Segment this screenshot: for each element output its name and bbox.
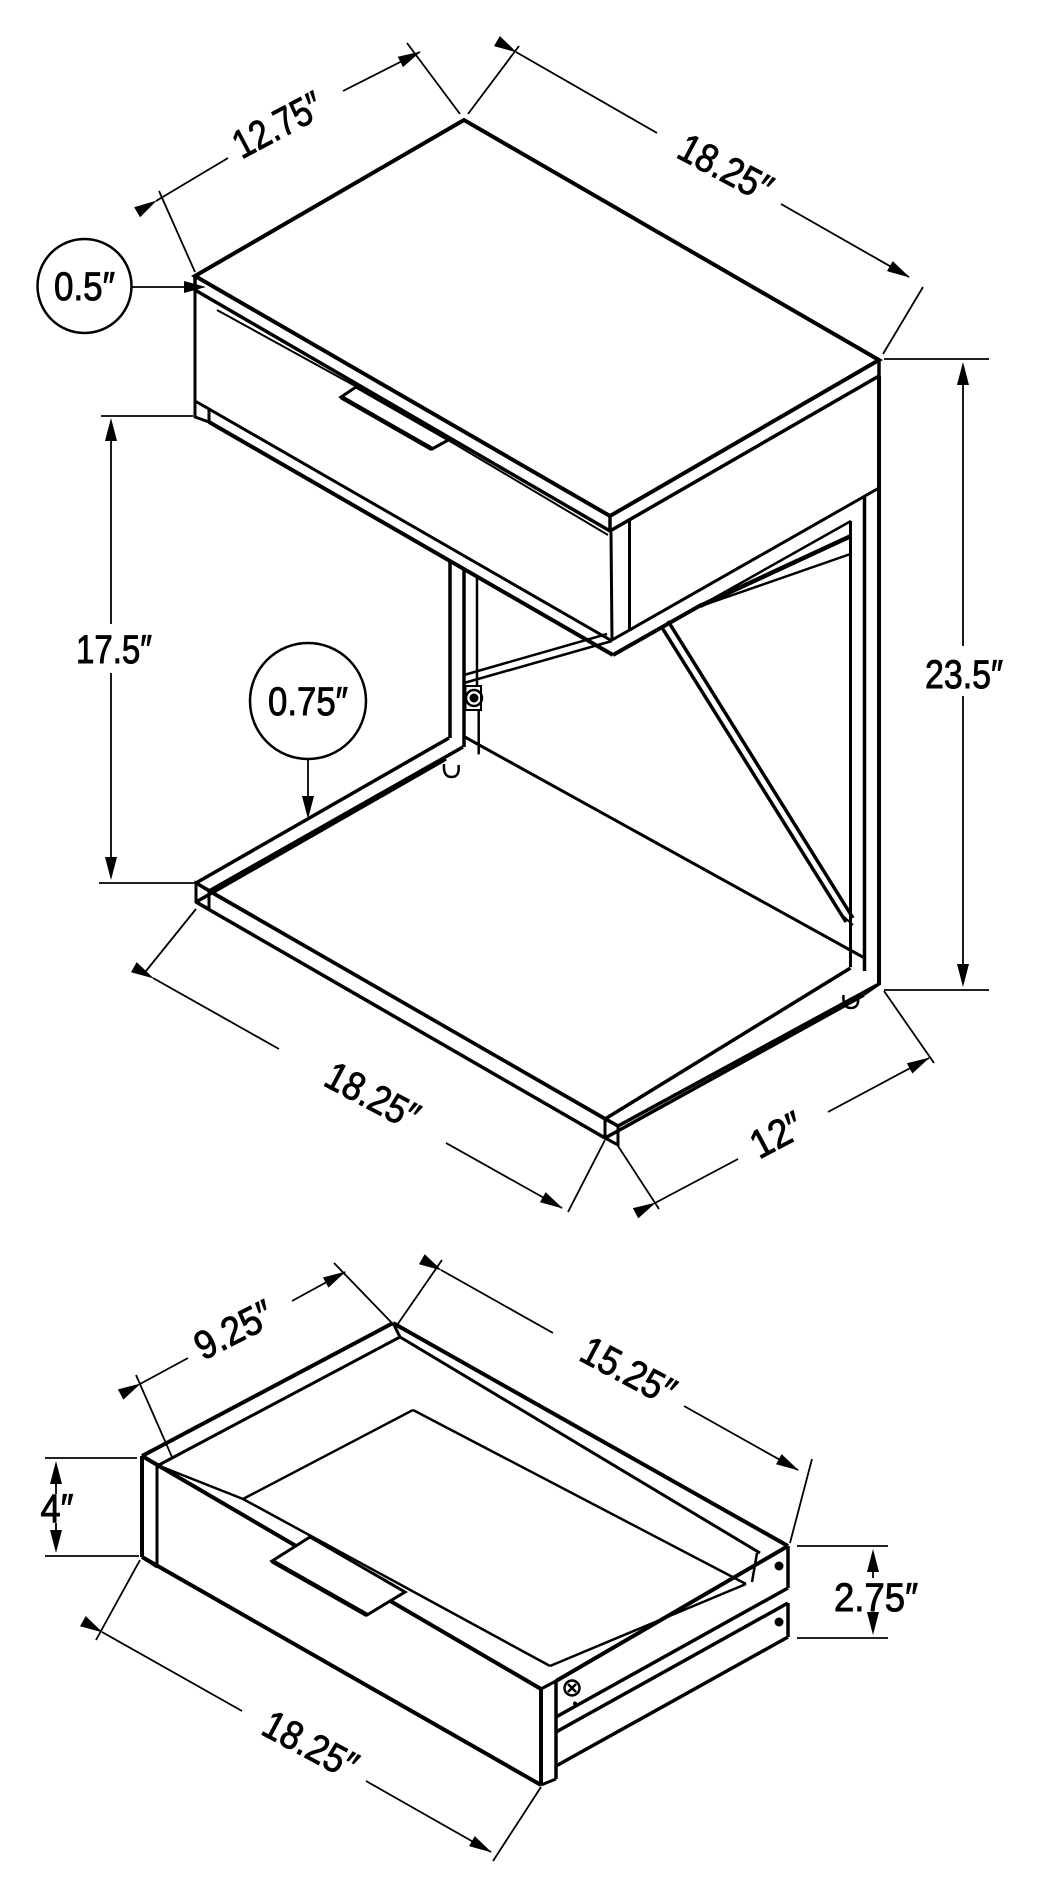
svg-text:0.5″: 0.5″ [54, 265, 115, 309]
svg-text:2.75″: 2.75″ [834, 1576, 918, 1620]
svg-text:4″: 4″ [41, 1487, 74, 1531]
svg-text:23.5″: 23.5″ [925, 653, 1003, 697]
svg-text:17.5″: 17.5″ [76, 628, 152, 672]
svg-text:0.75″: 0.75″ [268, 680, 348, 724]
